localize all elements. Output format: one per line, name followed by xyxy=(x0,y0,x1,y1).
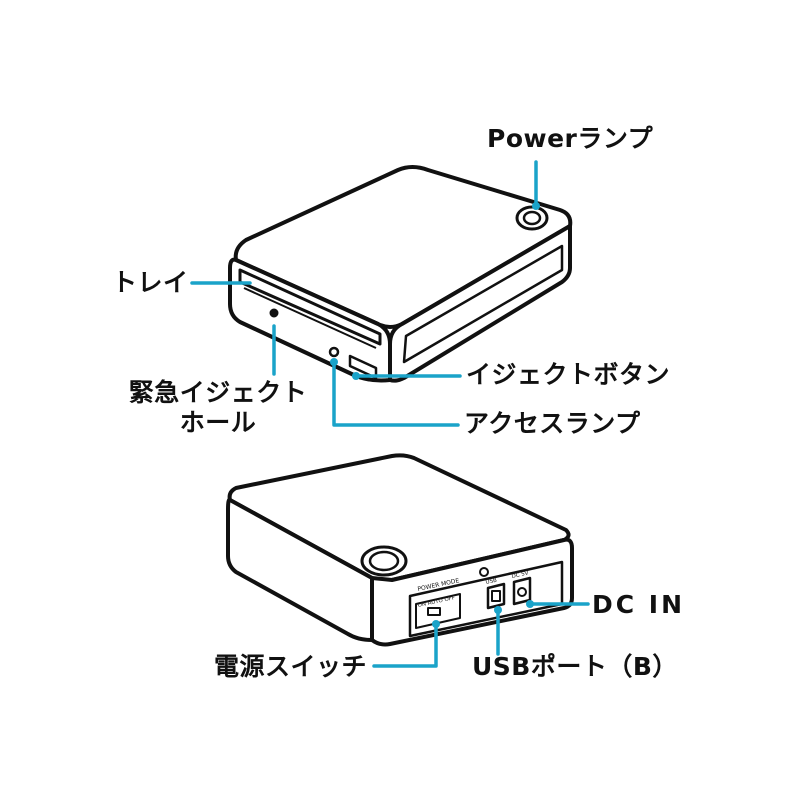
screw xyxy=(479,567,489,577)
top-device-right-face xyxy=(388,224,572,383)
power-lamp-center xyxy=(522,210,542,226)
top-device xyxy=(228,165,573,383)
emergency-eject-hole xyxy=(269,308,279,318)
leader-power-lamp-dot xyxy=(532,202,540,210)
tray-slot xyxy=(238,268,382,346)
leader-dc-in-dot xyxy=(526,600,534,608)
label-power-lamp: Powerランプ xyxy=(487,124,654,153)
power-switch-slider xyxy=(427,607,441,616)
leader-usb-port-dot xyxy=(494,606,502,614)
label-emergency-eject-hole: 緊急イジェクト ホール xyxy=(128,378,308,438)
bottom-device: POWER MODE ON AUTO OFF USB DC 5V xyxy=(226,453,574,647)
leader-access-lamp-dot xyxy=(330,358,338,366)
leader-eject-button-dot xyxy=(352,372,360,380)
leader-power-switch xyxy=(372,622,438,668)
top-face-button-inner xyxy=(368,550,400,572)
label-emergency-eject-hole-line2: ホール xyxy=(179,408,257,437)
label-access-lamp: アクセスランプ xyxy=(464,409,641,438)
bottom-device-left-face xyxy=(226,497,374,642)
leader-lines xyxy=(190,160,590,668)
tray-slot-inner xyxy=(243,287,377,349)
mark-usb: USB xyxy=(485,578,498,586)
eject-button-shape xyxy=(348,354,378,380)
leader-power-switch-dot xyxy=(432,620,440,628)
label-dc-in: DC IN xyxy=(592,590,686,619)
top-device-right-face-rim xyxy=(402,244,564,364)
label-tray: トレイ xyxy=(112,268,189,297)
label-power-switch: 電源スイッチ xyxy=(214,652,368,681)
usb-b-port-inner xyxy=(491,590,501,602)
leader-access-lamp xyxy=(332,360,460,427)
access-lamp xyxy=(328,346,340,358)
label-usb-port: USBポート（B） xyxy=(472,652,678,681)
dc-jack-pin xyxy=(517,587,527,597)
mark-dc: DC 5V xyxy=(511,570,529,579)
label-emergency-eject-hole-line1: 緊急イジェクト xyxy=(128,378,308,407)
label-eject-button: イジェクトボタン xyxy=(466,360,671,389)
